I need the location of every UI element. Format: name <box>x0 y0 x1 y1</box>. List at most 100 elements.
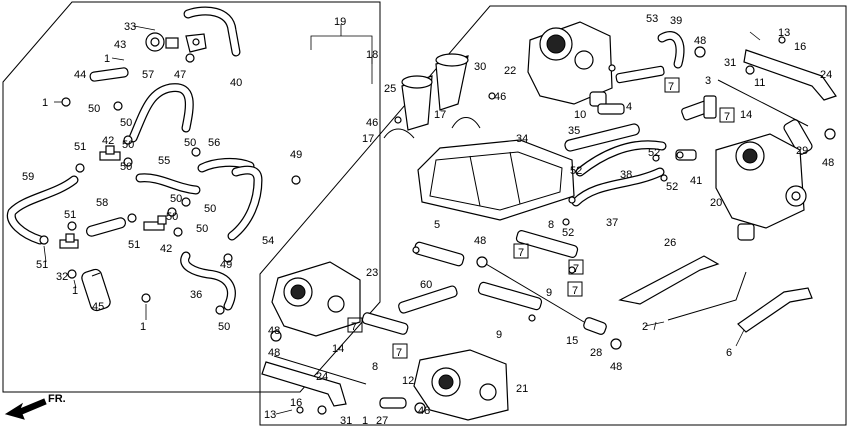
callout-22: 22 <box>504 65 516 77</box>
tube-29 <box>783 119 813 155</box>
callout-8: 8 <box>372 361 378 373</box>
callout-17: 17 <box>434 109 446 121</box>
callout-7: 7 <box>396 347 402 359</box>
callout-53: 53 <box>646 13 658 25</box>
callout-41: 41 <box>690 175 702 187</box>
tube-28 <box>583 317 607 335</box>
left-panel-frame <box>2 1 381 393</box>
callout-46: 46 <box>366 117 378 129</box>
callout-9: 9 <box>496 329 502 341</box>
callout-4: 4 <box>626 101 632 113</box>
tube-44 <box>89 67 129 82</box>
tube-58 <box>85 217 127 237</box>
bracket-24-top <box>743 49 837 101</box>
callout-39: 39 <box>670 15 682 27</box>
callout-30: 30 <box>474 61 486 73</box>
tube-45 <box>81 268 111 312</box>
hose-38 <box>575 140 667 177</box>
pipe-4 <box>615 65 665 84</box>
callout-42: 42 <box>102 135 114 147</box>
callout-7: 7 <box>351 321 357 333</box>
tube-27 <box>379 397 407 409</box>
callout-23: 23 <box>366 267 378 279</box>
callout-19: 19 <box>334 16 346 28</box>
callout-51: 51 <box>74 141 86 153</box>
callout-48: 48 <box>268 347 280 359</box>
callout-51: 51 <box>128 239 140 251</box>
callout-1: 1 <box>104 53 110 65</box>
callout-50: 50 <box>120 161 132 173</box>
callout-12: 12 <box>402 375 414 387</box>
callout-48: 48 <box>268 325 280 337</box>
callout-50: 50 <box>218 321 230 333</box>
pipe-60 <box>398 285 458 314</box>
callout-59: 59 <box>22 171 34 183</box>
callout-44: 44 <box>74 69 86 81</box>
group-bracket <box>310 35 373 84</box>
carburetor-21 <box>413 349 509 421</box>
callout-16: 16 <box>794 41 806 53</box>
callout-36: 36 <box>190 289 202 301</box>
callout-1: 1 <box>362 415 368 427</box>
band-17a <box>383 128 415 139</box>
rod-14-bottom <box>273 355 367 385</box>
callout-50: 50 <box>122 139 134 151</box>
link-2 <box>667 271 747 321</box>
callout-7: 7 <box>573 263 579 275</box>
hose-55 <box>135 173 201 195</box>
callout-18: 18 <box>366 49 378 61</box>
callout-17: 17 <box>362 133 374 145</box>
fitting-41 <box>675 149 697 161</box>
air-chamber-34 <box>417 139 575 221</box>
small-parts <box>270 36 836 415</box>
callout-28: 28 <box>590 347 602 359</box>
link-6 <box>737 287 813 333</box>
callout-8: 8 <box>548 219 554 231</box>
hose-39 <box>657 31 685 69</box>
hose-56 <box>197 157 255 173</box>
pipe-8 <box>361 312 409 335</box>
joint-42b <box>143 215 167 231</box>
callout-14: 14 <box>740 109 752 121</box>
rod-14-top <box>717 79 809 127</box>
callout-1: 1 <box>140 321 146 333</box>
callout-13: 13 <box>778 27 790 39</box>
leader-lines <box>43 24 761 415</box>
callout-54: 54 <box>262 235 274 247</box>
callout-55: 55 <box>158 155 170 167</box>
callout-37: 37 <box>606 217 618 229</box>
callout-1: 1 <box>42 97 48 109</box>
callout-38: 38 <box>620 169 632 181</box>
callout-25: 25 <box>384 83 396 95</box>
callout-31: 31 <box>340 415 352 427</box>
callout-52: 52 <box>562 227 574 239</box>
pipe-9-bottom <box>477 281 543 311</box>
hose-37 <box>571 167 665 207</box>
air-funnel-30 <box>435 53 469 111</box>
bracket-24-bottom <box>261 361 347 407</box>
callout-33: 33 <box>124 21 136 33</box>
rod-15 <box>485 263 585 323</box>
right-panel-frame <box>259 5 847 426</box>
boxed-labels <box>347 77 735 359</box>
callout-48: 48 <box>610 361 622 373</box>
clips-left <box>39 53 301 315</box>
thermostat-43 <box>145 32 179 52</box>
callout-24: 24 <box>820 69 832 81</box>
callout-50: 50 <box>88 103 100 115</box>
callout-48: 48 <box>474 235 486 247</box>
hose-36 <box>180 251 236 311</box>
bracket-47 <box>185 33 207 53</box>
carburetor-20 <box>715 133 807 241</box>
callout-40: 40 <box>230 77 242 89</box>
callout-49: 49 <box>290 149 302 161</box>
callout-29: 29 <box>796 145 808 157</box>
band-17b <box>451 117 481 129</box>
callout-9: 9 <box>546 287 552 299</box>
callout-13: 13 <box>264 409 276 421</box>
callout-51: 51 <box>36 259 48 271</box>
callout-46: 46 <box>494 91 506 103</box>
pipe-3 <box>681 95 717 121</box>
